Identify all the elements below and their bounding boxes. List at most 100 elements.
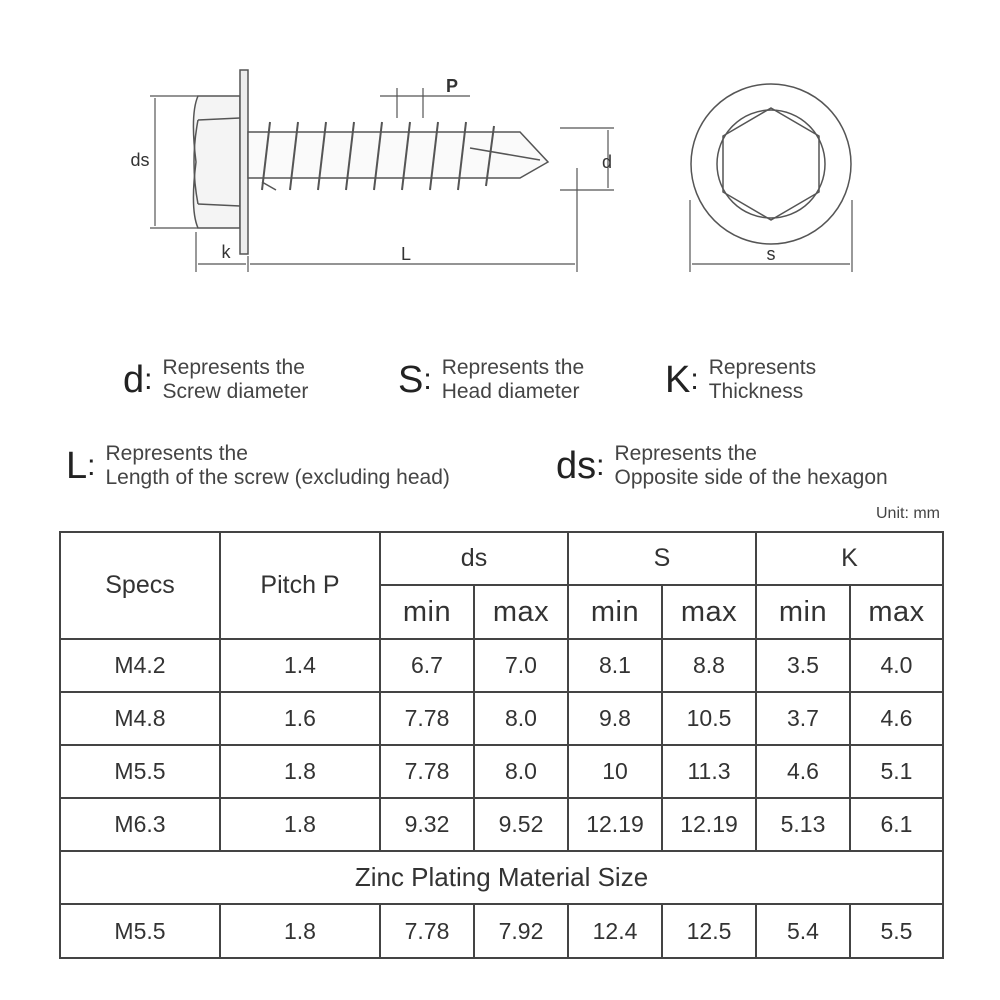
header-max: max xyxy=(661,584,757,640)
cell-pitch: 1.4 xyxy=(219,638,381,693)
cell-s-min: 12.19 xyxy=(567,797,663,852)
label-d: d xyxy=(602,152,612,172)
header-ds: ds xyxy=(379,531,569,586)
legend-symbol: K xyxy=(665,359,691,401)
section-note: Zinc Plating Material Size xyxy=(59,850,944,905)
legend-line: Represents the xyxy=(441,356,585,379)
legend-line: Opposite side of the hexagon xyxy=(614,466,888,489)
legend-colon: : xyxy=(144,363,153,396)
table-row: M5.5 1.8 7.78 7.92 12.4 12.5 5.4 5.5 xyxy=(59,903,944,959)
legend-symbol: ds xyxy=(556,445,597,487)
cell-spec: M5.5 xyxy=(59,903,221,959)
cell-ds-max: 9.52 xyxy=(473,797,569,852)
header-max: max xyxy=(849,584,944,640)
legend-line: Thickness xyxy=(708,380,804,403)
cell-k-min: 4.6 xyxy=(755,744,851,799)
cell-s-min: 12.4 xyxy=(567,903,663,959)
cell-ds-max: 8.0 xyxy=(473,691,569,746)
cell-ds-max: 7.92 xyxy=(473,903,569,959)
legend-l: L : Represents the Length of the screw (… xyxy=(66,442,450,490)
cell-pitch: 1.8 xyxy=(219,797,381,852)
legend-symbol: L xyxy=(66,445,88,487)
legend-line: Length of the screw (excluding head) xyxy=(105,466,450,489)
label-k: k xyxy=(222,242,232,262)
cell-ds-max: 7.0 xyxy=(473,638,569,693)
legend-text: Represents the Head diameter xyxy=(442,356,584,404)
legend-colon: : xyxy=(596,449,605,482)
legend-line: Represents xyxy=(708,356,817,379)
legend-line: Head diameter xyxy=(441,380,580,403)
legend-text: Represents Thickness xyxy=(709,356,816,404)
cell-k-max: 4.0 xyxy=(849,638,944,693)
cell-k-min: 3.7 xyxy=(755,691,851,746)
cell-spec: M4.2 xyxy=(59,638,221,693)
table-row: M6.3 1.8 9.32 9.52 12.19 12.19 5.13 6.1 xyxy=(59,797,944,852)
legend-colon: : xyxy=(87,449,96,482)
legend-text: Represents the Screw diameter xyxy=(162,356,308,404)
cell-k-max: 5.1 xyxy=(849,744,944,799)
screw-side-view xyxy=(192,69,550,255)
legend-colon: : xyxy=(423,363,432,396)
cell-s-max: 8.8 xyxy=(661,638,757,693)
header-pitch: Pitch P xyxy=(219,531,381,640)
cell-pitch: 1.8 xyxy=(219,744,381,799)
table-row: M4.8 1.6 7.78 8.0 9.8 10.5 3.7 4.6 xyxy=(59,691,944,746)
legend-text: Represents the Opposite side of the hexa… xyxy=(614,442,887,490)
legend-line: Represents the xyxy=(614,442,757,465)
cell-k-max: 5.5 xyxy=(849,903,944,959)
subheader-row: min max min max min max xyxy=(60,584,944,640)
legend-ds: ds : Represents the Opposite side of the… xyxy=(556,442,888,490)
cell-k-max: 4.6 xyxy=(849,691,944,746)
cell-s-min: 9.8 xyxy=(567,691,663,746)
cell-spec: M4.8 xyxy=(59,691,221,746)
cell-s-min: 8.1 xyxy=(567,638,663,693)
cell-k-min: 5.13 xyxy=(755,797,851,852)
screw-end-view xyxy=(690,83,852,245)
cell-s-max: 10.5 xyxy=(661,691,757,746)
cell-k-max: 6.1 xyxy=(849,797,944,852)
legend-line: Screw diameter xyxy=(162,380,309,403)
cell-ds-min: 7.78 xyxy=(379,691,475,746)
cell-ds-min: 7.78 xyxy=(379,744,475,799)
header-specs: Specs xyxy=(59,531,221,640)
legend-colon: : xyxy=(690,363,699,396)
legend-k: K : Represents Thickness xyxy=(665,356,816,404)
header-s: S xyxy=(567,531,757,586)
cell-k-min: 3.5 xyxy=(755,638,851,693)
header-min: min xyxy=(755,584,851,640)
cell-spec: M6.3 xyxy=(59,797,221,852)
label-ds: ds xyxy=(130,150,149,170)
cell-s-max: 12.19 xyxy=(661,797,757,852)
cell-ds-max: 8.0 xyxy=(473,744,569,799)
cell-ds-min: 7.78 xyxy=(379,903,475,959)
table-row: M5.5 1.8 7.78 8.0 10 11.3 4.6 5.1 xyxy=(59,744,944,799)
header-max: max xyxy=(473,584,569,640)
screw-dimension-diagram: ds k L P d s xyxy=(130,69,853,272)
cell-ds-min: 9.32 xyxy=(379,797,475,852)
dimension-labels: ds k L P d s xyxy=(130,76,775,264)
cell-spec: M5.5 xyxy=(59,744,221,799)
legend-d: d : Represents the Screw diameter xyxy=(123,356,308,404)
label-s: s xyxy=(767,244,776,264)
dimension-lines xyxy=(150,88,853,272)
header-min: min xyxy=(379,584,475,640)
unit-label: Unit: mm xyxy=(876,505,940,522)
legend-line: Represents the xyxy=(105,442,248,465)
cell-s-max: 12.5 xyxy=(661,903,757,959)
legend-line: Represents the xyxy=(162,356,305,379)
cell-pitch: 1.6 xyxy=(219,691,381,746)
label-P: P xyxy=(446,76,458,96)
cell-s-max: 11.3 xyxy=(661,744,757,799)
legend-symbol: S xyxy=(398,359,424,401)
header-row: Specs Pitch P ds S K xyxy=(59,531,944,640)
cell-pitch: 1.8 xyxy=(219,903,381,959)
legend-text: Represents the Length of the screw (excl… xyxy=(105,442,449,490)
table-row: M4.2 1.4 6.7 7.0 8.1 8.8 3.5 4.0 xyxy=(59,638,944,693)
label-L: L xyxy=(401,244,411,264)
header-k: K xyxy=(755,531,944,586)
spec-table: Specs Pitch P ds S K min max min max min… xyxy=(59,531,944,959)
cell-s-min: 10 xyxy=(567,744,663,799)
section-note-row: Zinc Plating Material Size xyxy=(59,850,944,905)
header-min: min xyxy=(567,584,663,640)
cell-k-min: 5.4 xyxy=(755,903,851,959)
